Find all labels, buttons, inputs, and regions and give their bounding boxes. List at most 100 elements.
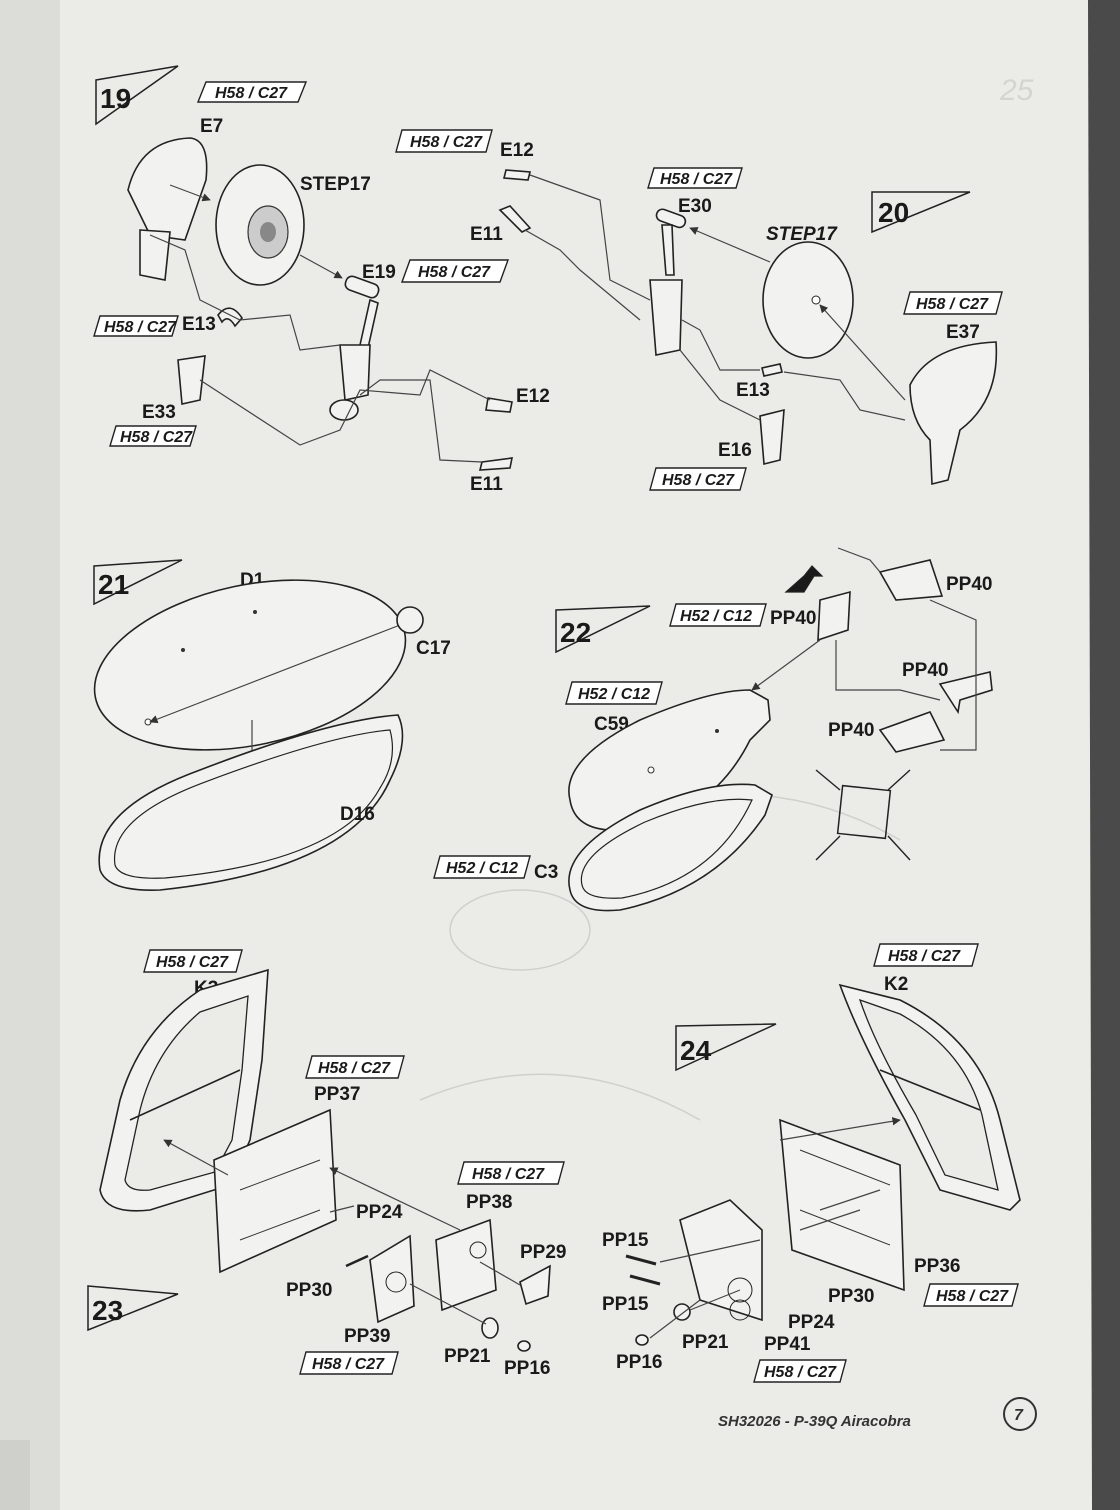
ghost-page-number: 25: [999, 74, 1034, 107]
part-label-pp16-step23: PP16: [504, 1358, 550, 1379]
part-e13-lever: [217, 307, 244, 328]
paint-callout-pp37: H58 / C27: [305, 1055, 405, 1079]
paint-callout-c59: H52 / C12: [565, 681, 663, 705]
part-label-pp40-d: PP40: [828, 720, 874, 741]
svg-text:H58 / C27: H58 / C27: [660, 171, 733, 188]
part-pp40-assembly-diagram: [815, 769, 911, 861]
part-pp38-door-lock: [435, 1218, 497, 1312]
step-20-leader-lines: [524, 174, 906, 421]
svg-text:H58 / C27: H58 / C27: [318, 1060, 391, 1077]
svg-text:H58 / C27: H58 / C27: [156, 954, 229, 971]
part-label-pp38: PP38: [466, 1192, 512, 1213]
part-label-pp30-step23: PP30: [286, 1280, 332, 1301]
part-label-pp40-c: PP40: [902, 660, 948, 681]
part-pp40-bracket-a: [817, 590, 851, 642]
svg-text:22: 22: [560, 617, 591, 648]
part-e13-pin: [761, 363, 783, 377]
part-label-e11-step20: E11: [470, 224, 503, 245]
part-c3-canopy-frame: [568, 783, 773, 912]
part-label-e37: E37: [946, 322, 980, 343]
part-label-e13-step20: E13: [736, 380, 770, 401]
paint-callout-c3: H52 / C12: [433, 855, 531, 879]
part-pp16-knob-step23: [517, 1340, 531, 1352]
part-label-pp21-step24: PP21: [682, 1332, 729, 1353]
part-e12-pedal-step19: [485, 397, 513, 413]
step-22: 22 H52 / C12 PP40 PP40 PP40 PP40 H52 / C…: [433, 547, 993, 912]
step-23: H58 / C27 K3 H58 / C27 PP37 PP24 PP30 H5…: [87, 949, 566, 1379]
svg-text:20: 20: [878, 197, 909, 228]
step-23-leader-lines: [163, 1139, 521, 1325]
part-pp36-door-panel-step24: [779, 1118, 905, 1292]
part-label-k2: K2: [884, 974, 908, 995]
part-pp21-disc-step23: [481, 1317, 499, 1339]
svg-text:H58 / C27: H58 / C27: [662, 472, 735, 489]
flip-arrow-icon: [784, 565, 824, 593]
part-pp29-handle: [519, 1264, 551, 1306]
svg-text:H58 / C27: H58 / C27: [215, 85, 288, 102]
part-e19-control-stick: [329, 275, 380, 421]
part-e33-bracket: [177, 355, 206, 405]
part-label-pp24-step23: PP24: [356, 1202, 403, 1223]
paint-callout-e13: H58 / C27: [93, 315, 179, 337]
part-pp30-strip: [345, 1254, 369, 1268]
page-number: 7: [1014, 1407, 1024, 1424]
part-label-e30: E30: [678, 196, 712, 217]
page-footer: SH32026 - P-39Q Airacobra 7: [718, 1397, 1037, 1431]
part-label-e13: E13: [182, 314, 216, 335]
part-step17-disc: [762, 241, 854, 359]
part-label-pp16-step24: PP16: [616, 1352, 662, 1373]
part-label-e11-step19: E11: [470, 474, 503, 495]
svg-text:H58 / C27: H58 / C27: [120, 429, 193, 446]
part-label-pp15-a: PP15: [602, 1230, 649, 1251]
part-label-c3: C3: [534, 862, 558, 883]
part-pp40-bracket-b: [878, 559, 944, 601]
part-label-pp40-a: PP40: [770, 608, 816, 629]
part-e11-pedal-step20: [498, 205, 532, 233]
paint-callout-e33: H58 / C27: [109, 425, 197, 447]
paint-callout-k3: H58 / C27: [143, 949, 243, 973]
step-22-leader-lines: [751, 547, 977, 751]
part-label-pp29: PP29: [520, 1242, 566, 1263]
part-pp16-knob-step24: [635, 1334, 649, 1346]
step-24-number-flag: 24: [675, 1023, 777, 1072]
step-24: 24 H58 / C27 K2 PP36 H58 / C27 PP30 PP24: [602, 943, 1021, 1383]
svg-text:23: 23: [92, 1295, 123, 1326]
part-e11-pedal-step19: [478, 457, 514, 471]
step-23-number-flag: 23: [87, 1285, 179, 1332]
page-gutter-shadow: [0, 0, 60, 1510]
part-label-pp39: PP39: [344, 1326, 390, 1347]
part-pp41-plate: [679, 1199, 763, 1322]
svg-text:H58 / C27: H58 / C27: [888, 948, 961, 965]
part-label-step17: STEP17: [300, 174, 371, 195]
svg-text:21: 21: [98, 569, 129, 600]
paint-callout-pp36: H58 / C27: [923, 1283, 1019, 1307]
svg-text:H58 / C27: H58 / C27: [312, 1356, 385, 1373]
paint-callout-e7: H58 / C27: [196, 81, 308, 103]
part-d16-canopy-frame: [98, 714, 404, 891]
svg-text:H58 / C27: H58 / C27: [418, 264, 491, 281]
step-22-number-flag: 22: [555, 605, 651, 654]
part-e16-plate: [759, 408, 785, 466]
footer-title: SH32026 - P-39Q Airacobra: [718, 1413, 911, 1430]
svg-text:H58 / C27: H58 / C27: [410, 134, 483, 151]
binding-ring-shadow: [0, 1440, 30, 1510]
step-19-leader-lines: [149, 234, 491, 463]
part-pp15-strip-a: [625, 1254, 657, 1266]
part-label-pp41: PP41: [764, 1334, 811, 1355]
show-through-ghost: 25: [419, 74, 1034, 1121]
part-label-e12-step19: E12: [516, 386, 550, 407]
step-21-number-flag: 21: [93, 559, 183, 606]
part-label-pp24-step24: PP24: [788, 1312, 835, 1333]
part-label-pp15-b: PP15: [602, 1294, 649, 1315]
paint-callout-e30: H58 / C27: [647, 167, 743, 189]
part-label-e19: E19: [362, 262, 396, 283]
part-label-pp30-step24: PP30: [828, 1286, 874, 1307]
part-label-e33: E33: [142, 402, 176, 423]
part-k3-door-frame: [99, 968, 269, 1212]
part-label-e16: E16: [718, 440, 752, 461]
paint-callout-e16: H58 / C27: [649, 467, 747, 491]
step-24-leader-lines: [649, 1117, 901, 1339]
step-19: 19 H58 / C27 E7 STEP17 E19 H58 / C27: [93, 65, 550, 495]
